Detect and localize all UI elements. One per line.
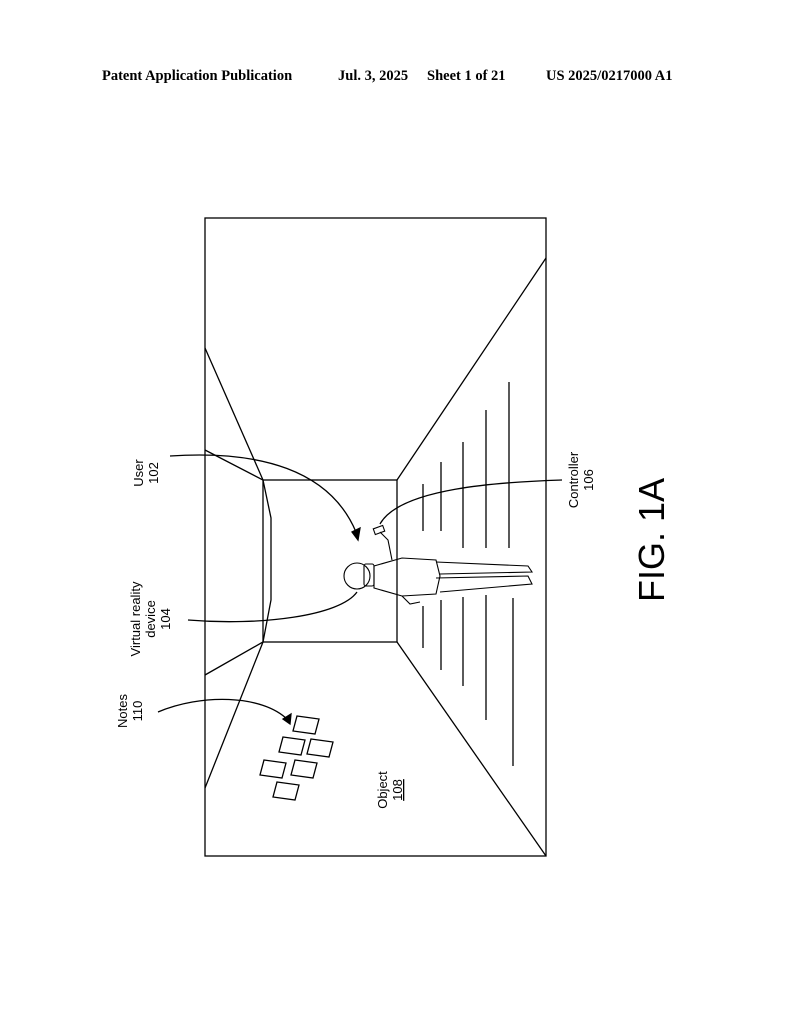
notes-callout: Notes 110 (115, 694, 145, 728)
perspective-line (204, 641, 264, 789)
notes-label: Notes (115, 694, 130, 728)
user-figure (343, 524, 534, 605)
perspective-line (204, 347, 264, 481)
user-callout: User 102 (131, 459, 161, 487)
publication-title: Patent Application Publication (102, 68, 293, 84)
note-card (306, 738, 334, 758)
notes-group (259, 715, 334, 801)
note-card (292, 715, 320, 735)
user-label: User (131, 459, 146, 487)
note-card (259, 759, 287, 779)
controller-ref: 106 (581, 469, 596, 491)
vr-device-label-line1: Virtual reality (128, 581, 143, 656)
arrowhead (351, 526, 361, 542)
object-ref: 108 (390, 779, 405, 801)
figure-caption: FIG. 1A (631, 478, 672, 602)
figure-label: FIG. 1A (631, 478, 672, 602)
floor-lines-lower (422, 595, 514, 766)
vr-device-callout: Virtual reality device 104 (128, 581, 173, 656)
user-ref: 102 (146, 462, 161, 484)
notes-ref: 110 (130, 701, 145, 722)
publication-date: Jul. 3, 2025 (338, 68, 409, 84)
side-panel (204, 449, 272, 676)
sheet-number: Sheet 1 of 21 (427, 68, 506, 84)
floor-lines-upper (422, 382, 510, 548)
note-card (272, 781, 300, 801)
page-header: Patent Application Publication Jul. 3, 2… (0, 68, 794, 88)
arrowhead (281, 712, 292, 726)
notes-leader-line (157, 698, 289, 721)
note-card (278, 736, 306, 756)
vr-device-leader-line (187, 591, 358, 623)
object-label: Object (375, 771, 390, 809)
patent-number: US 2025/0217000 A1 (546, 68, 673, 84)
user-leader-line (169, 454, 357, 533)
vr-device-label-line2: device (143, 600, 158, 638)
perspective-line (396, 641, 547, 857)
perspective-line (396, 257, 547, 481)
controller-label: Controller (566, 451, 581, 508)
controller-callout: Controller 106 (566, 451, 596, 508)
controller-leader-line (379, 479, 563, 525)
object-callout: Object 108 (375, 771, 405, 809)
outer-frame (204, 217, 547, 857)
back-wall (262, 479, 398, 643)
vr-device-ref: 104 (158, 608, 173, 630)
note-card (290, 759, 318, 779)
